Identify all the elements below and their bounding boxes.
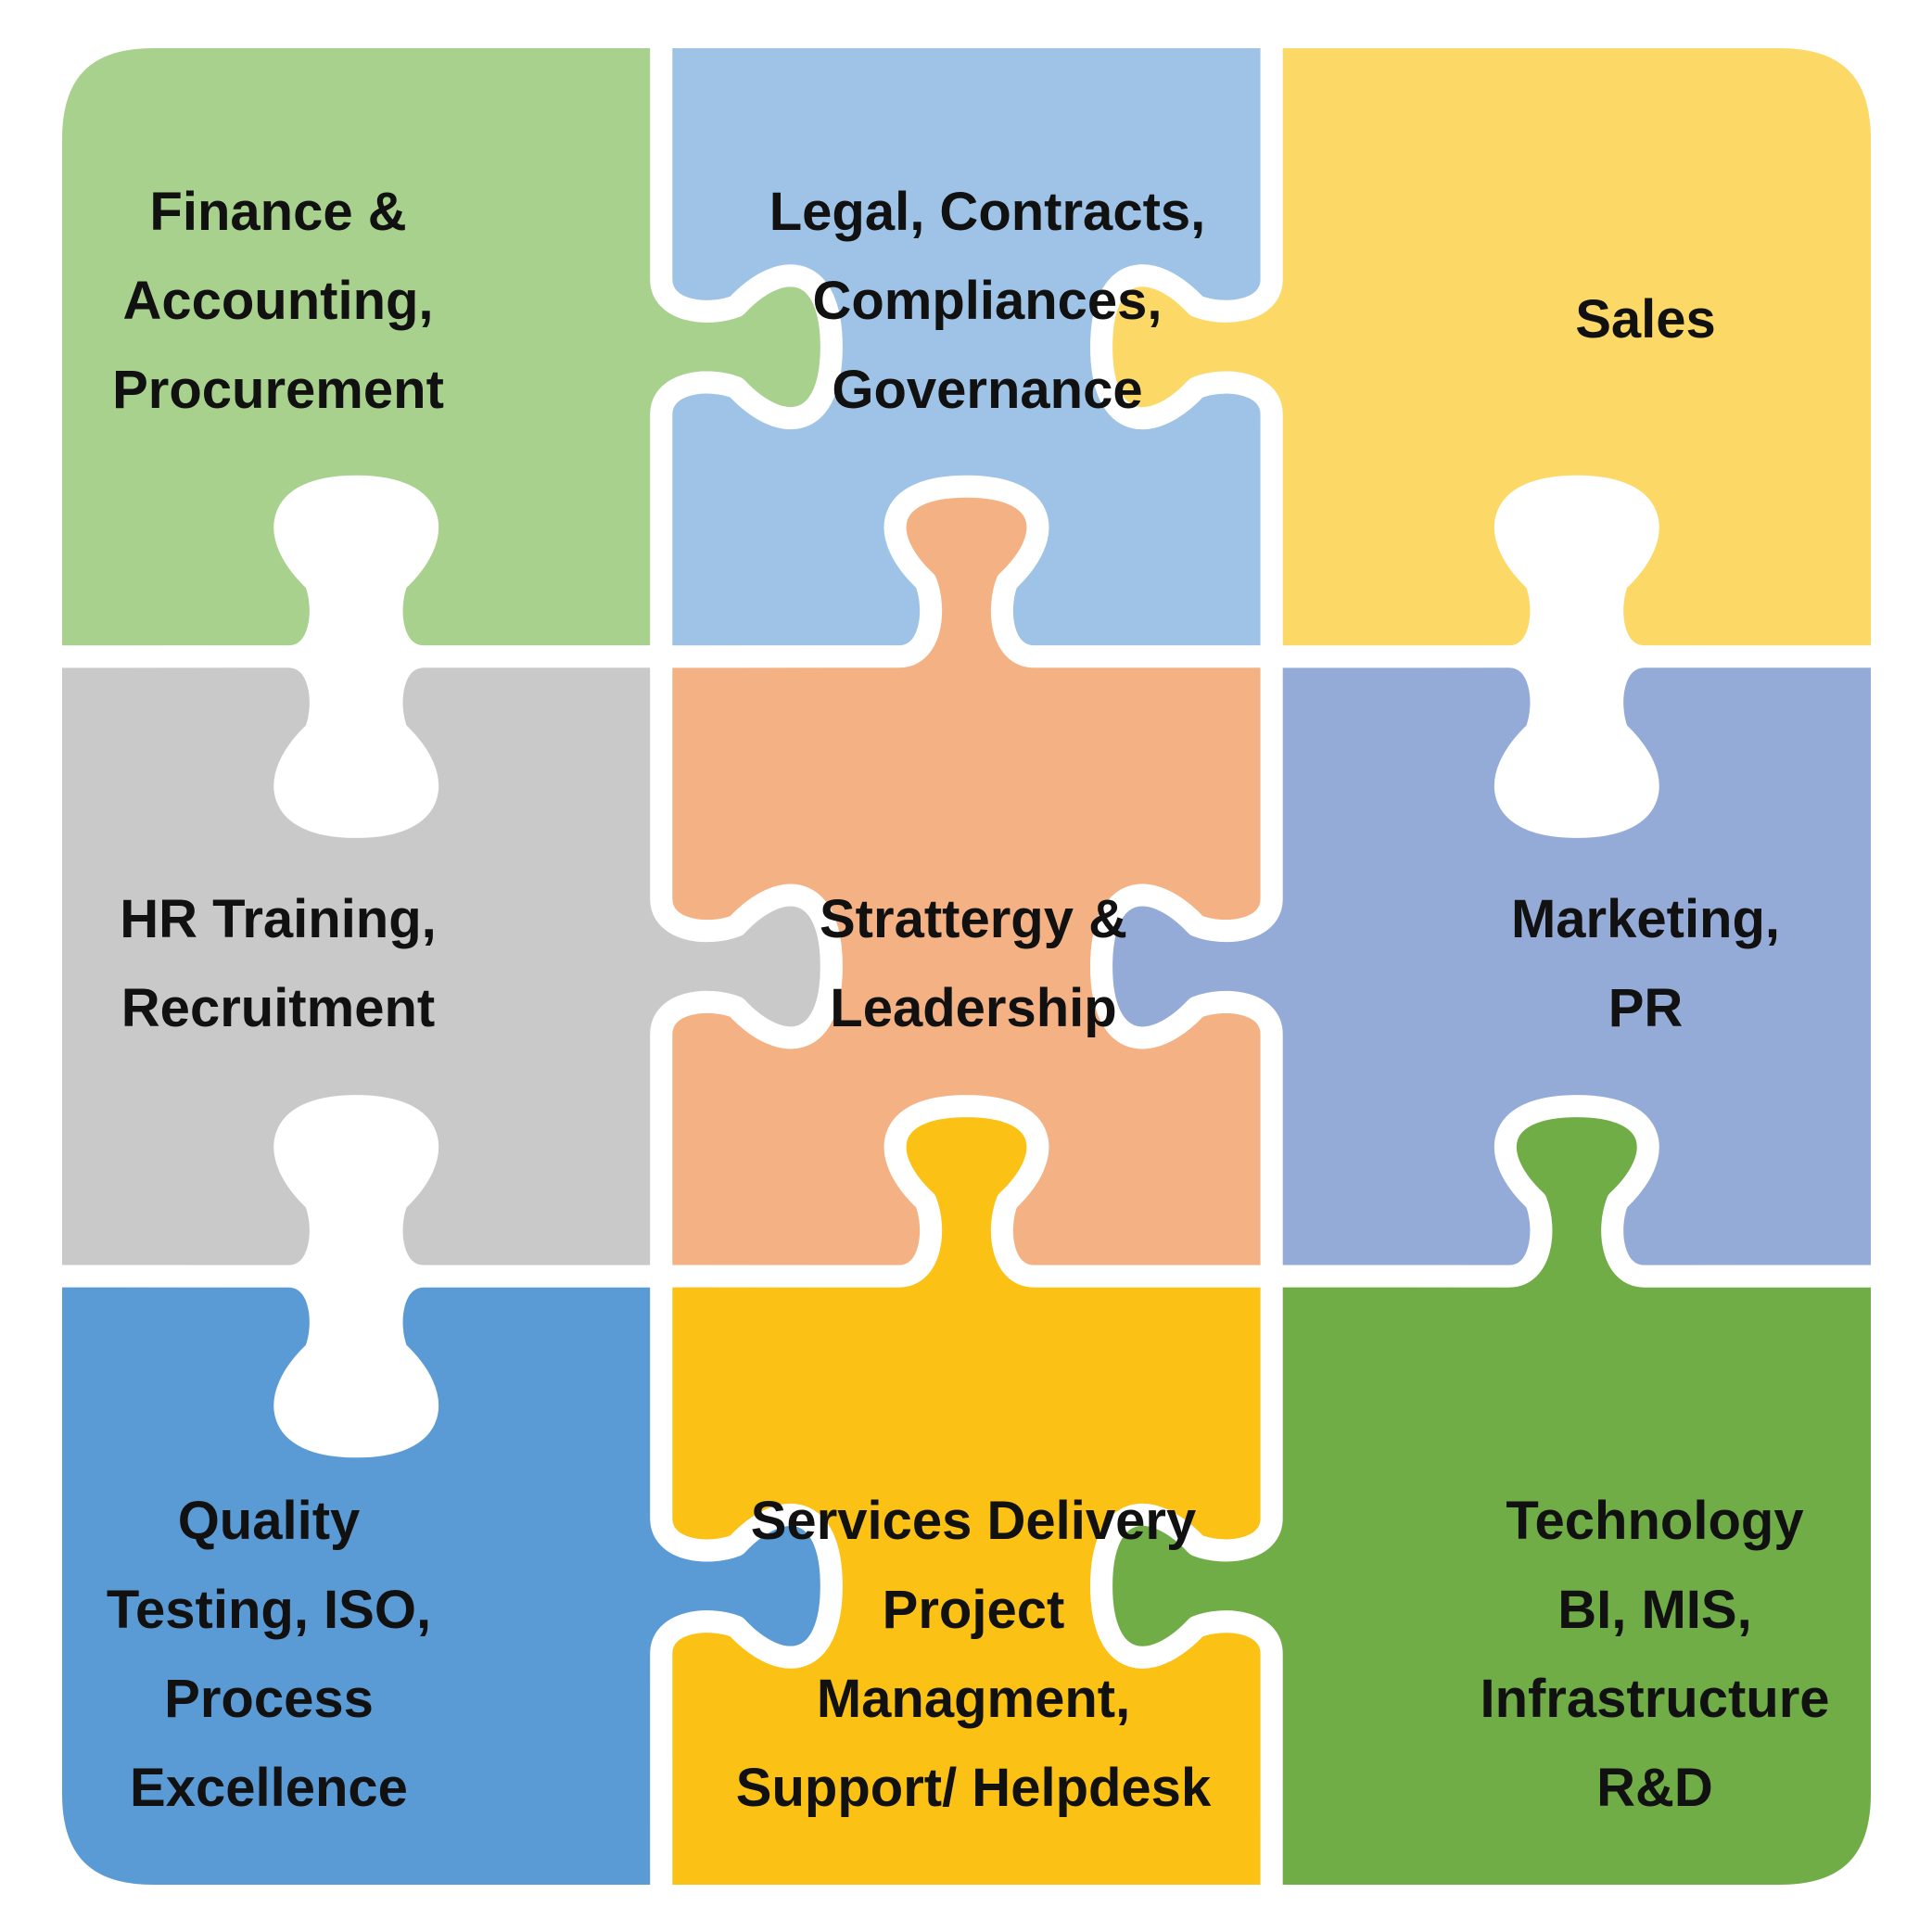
label-line: Quality <box>177 1491 361 1551</box>
label-line: Legal, Contracts, <box>769 182 1206 242</box>
label-line: Technology <box>1506 1491 1804 1551</box>
label-line: Process <box>164 1669 374 1729</box>
label-line: PR <box>1608 978 1684 1038</box>
label-line: Recruitment <box>121 978 436 1038</box>
label-line: Procurement <box>112 360 444 420</box>
label-line: Finance & <box>149 182 407 242</box>
label-line: Leadership <box>830 978 1117 1038</box>
label-line: Strattergy & <box>820 889 1127 949</box>
label-line: Excellence <box>130 1758 408 1818</box>
piece-finance-label: Finance & Accounting, Procurement <box>93 162 464 440</box>
piece-strategy-label: Strattergy & Leadership <box>788 871 1159 1057</box>
label-line: Project <box>882 1580 1065 1640</box>
label-line: Services Delivery <box>750 1491 1197 1551</box>
piece-quality-label: Quality Testing, ISO, Process Excellence <box>83 1469 454 1840</box>
piece-technology-shape <box>1090 1095 1893 1907</box>
label-line: R&D <box>1596 1758 1713 1818</box>
piece-hr-label: HR Training, Recruitment <box>93 871 464 1057</box>
label-line: Testing, ISO, <box>106 1580 432 1640</box>
piece-technology-label: Technology BI, MIS, Infrastructure R&D <box>1446 1469 1863 1840</box>
piece-sales-label: Sales <box>1460 273 1831 366</box>
label-line: Governance <box>832 360 1143 420</box>
label-line: HR Training, <box>120 889 437 949</box>
piece-marketing-label: Marketing, PR <box>1460 871 1831 1057</box>
label-line: Marketing, <box>1510 889 1781 949</box>
label-line: Compliances, <box>812 271 1163 331</box>
piece-legal-label: Legal, Contracts, Compliances, Governanc… <box>709 162 1265 440</box>
label-line: Managment, <box>816 1669 1131 1729</box>
label-line: BI, MIS, <box>1557 1580 1752 1640</box>
piece-services-label: Services Delivery Project Managment, Sup… <box>686 1469 1261 1840</box>
label-line: Infrastructure <box>1480 1669 1830 1729</box>
label-line: Accounting, <box>122 271 434 331</box>
piece-sales-shape <box>1090 26 1893 668</box>
label-line: Support/ Helpdesk <box>735 1758 1212 1818</box>
label-line: Sales <box>1575 289 1716 350</box>
